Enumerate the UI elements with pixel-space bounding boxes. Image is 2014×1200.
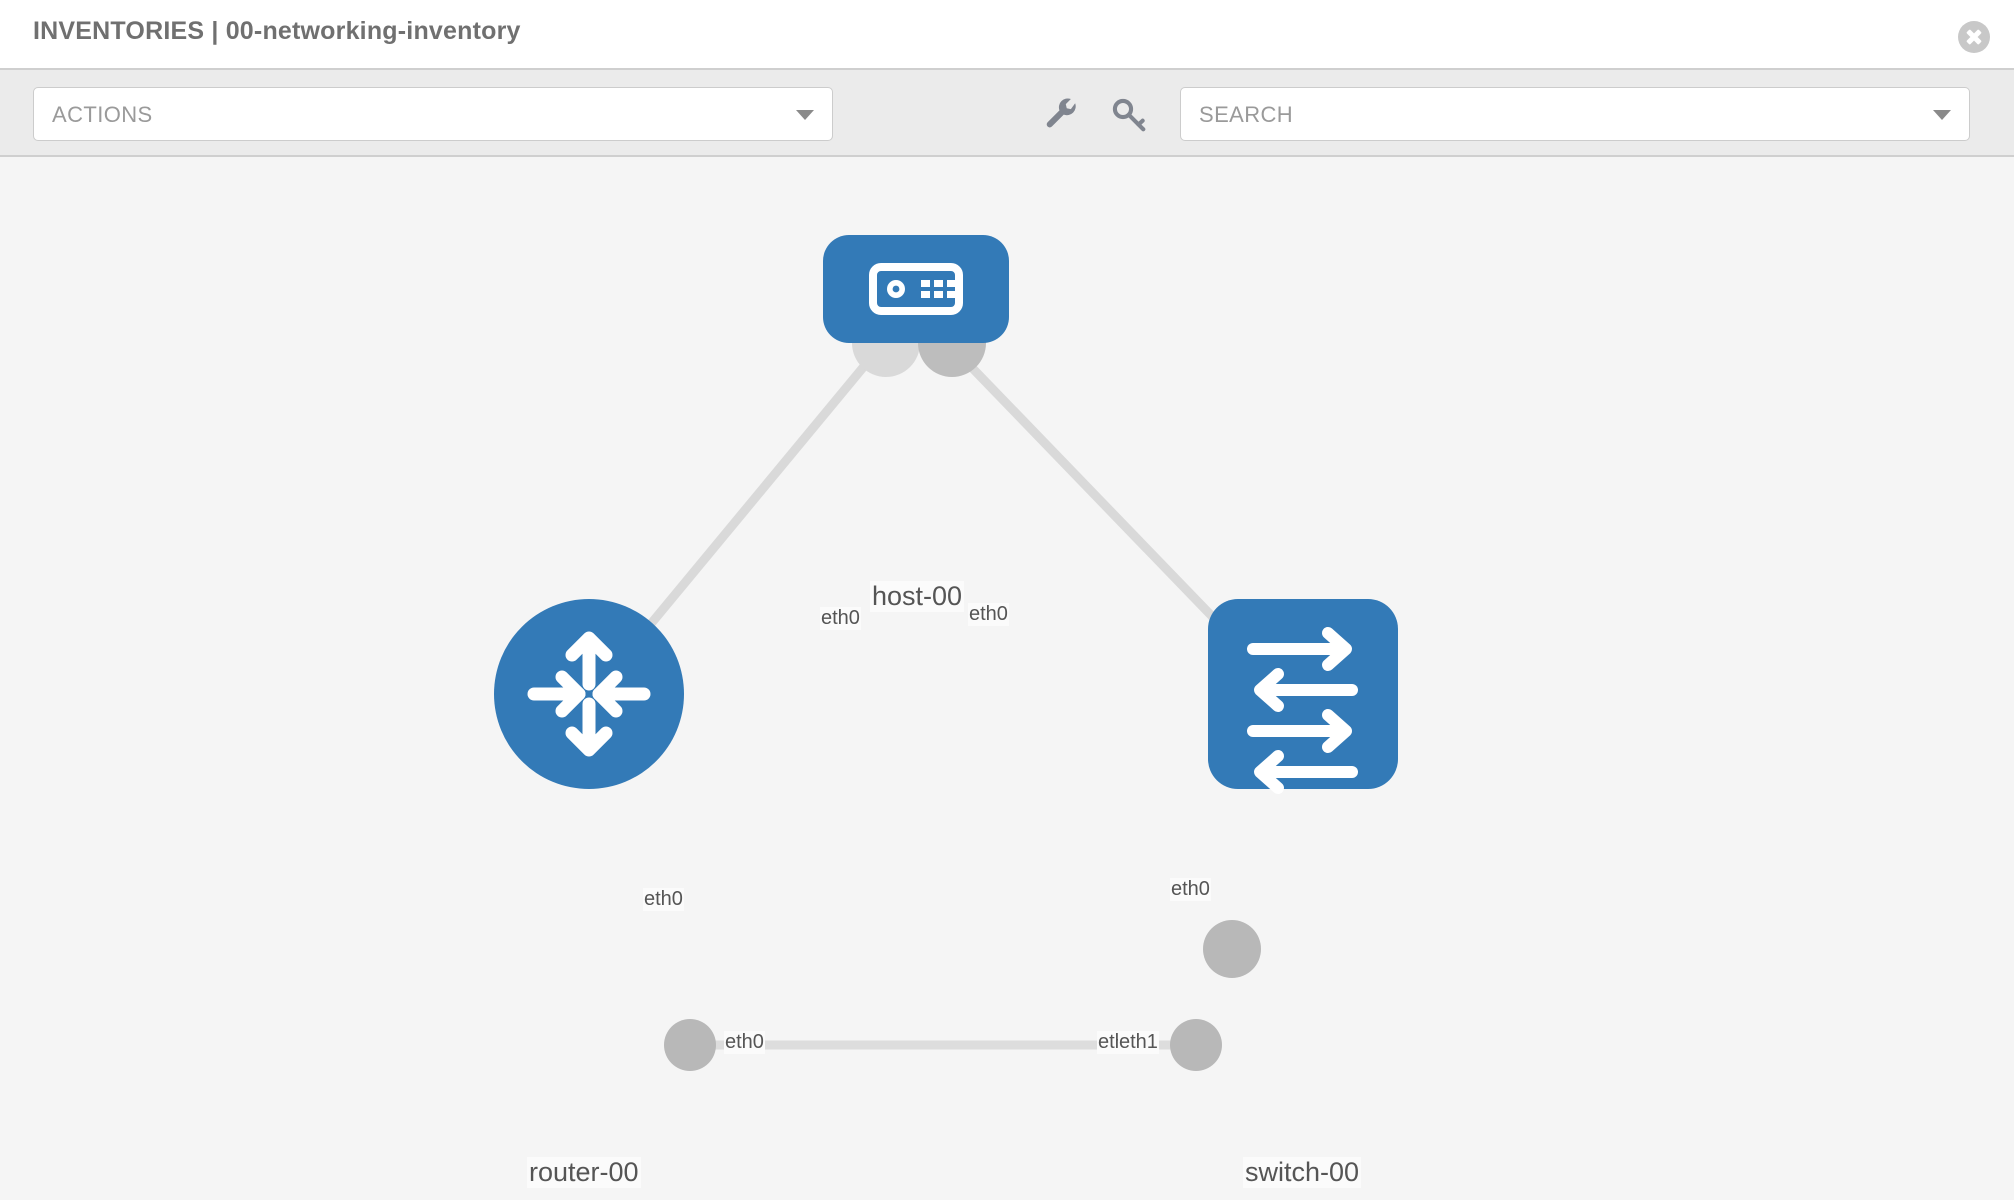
topology-edges — [636, 343, 1236, 1050]
key-icon[interactable] — [1110, 96, 1148, 134]
node-label-host-00: host-00 — [870, 581, 965, 612]
iface-label-switch00-eth1: eth1 — [1118, 1031, 1159, 1054]
actions-dropdown[interactable]: ACTIONS — [33, 87, 833, 141]
iface-label-host00-left: eth0 — [820, 607, 861, 630]
search-placeholder: SEARCH — [1199, 102, 1294, 127]
node-label-router-00: router-00 — [527, 1157, 641, 1188]
node-switch-00[interactable] — [1208, 599, 1398, 794]
server-icon — [869, 263, 963, 315]
chevron-down-icon — [1933, 110, 1951, 120]
edge-host00-switch00[interactable] — [948, 343, 1236, 641]
switch-arrows-icon — [1247, 627, 1358, 794]
node-router-00[interactable] — [494, 599, 684, 789]
chevron-down-icon — [796, 110, 814, 120]
page-header: INVENTORIES | 00-networking-inventory — [0, 0, 2014, 68]
node-label-switch-00: switch-00 — [1243, 1157, 1362, 1188]
search-input[interactable]: SEARCH — [1180, 87, 1970, 141]
node-host-00[interactable] — [823, 235, 1009, 343]
iface-label-router00-eth0: eth0 — [724, 1031, 765, 1054]
iface-label-switch00-uplink: eth0 — [1170, 878, 1211, 901]
close-icon[interactable] — [1958, 21, 1990, 53]
topology-endpoints — [664, 309, 1261, 1071]
toolbar: ACTIONS SEARCH — [0, 68, 2014, 157]
wrench-icon[interactable] — [1043, 96, 1081, 134]
router-arrows-icon — [527, 631, 651, 757]
topology-canvas[interactable]: host-00 router-00 switch-00 eth0 eth0 et… — [0, 157, 2014, 1200]
iface-label-router00-uplink: eth0 — [643, 888, 684, 911]
iface-label-host00-right: eth0 — [968, 603, 1009, 626]
page-title: INVENTORIES | 00-networking-inventory — [33, 17, 521, 45]
edge-host00-router00[interactable] — [636, 344, 884, 640]
actions-dropdown-label: ACTIONS — [52, 102, 153, 127]
topology-graph — [494, 235, 1398, 1071]
